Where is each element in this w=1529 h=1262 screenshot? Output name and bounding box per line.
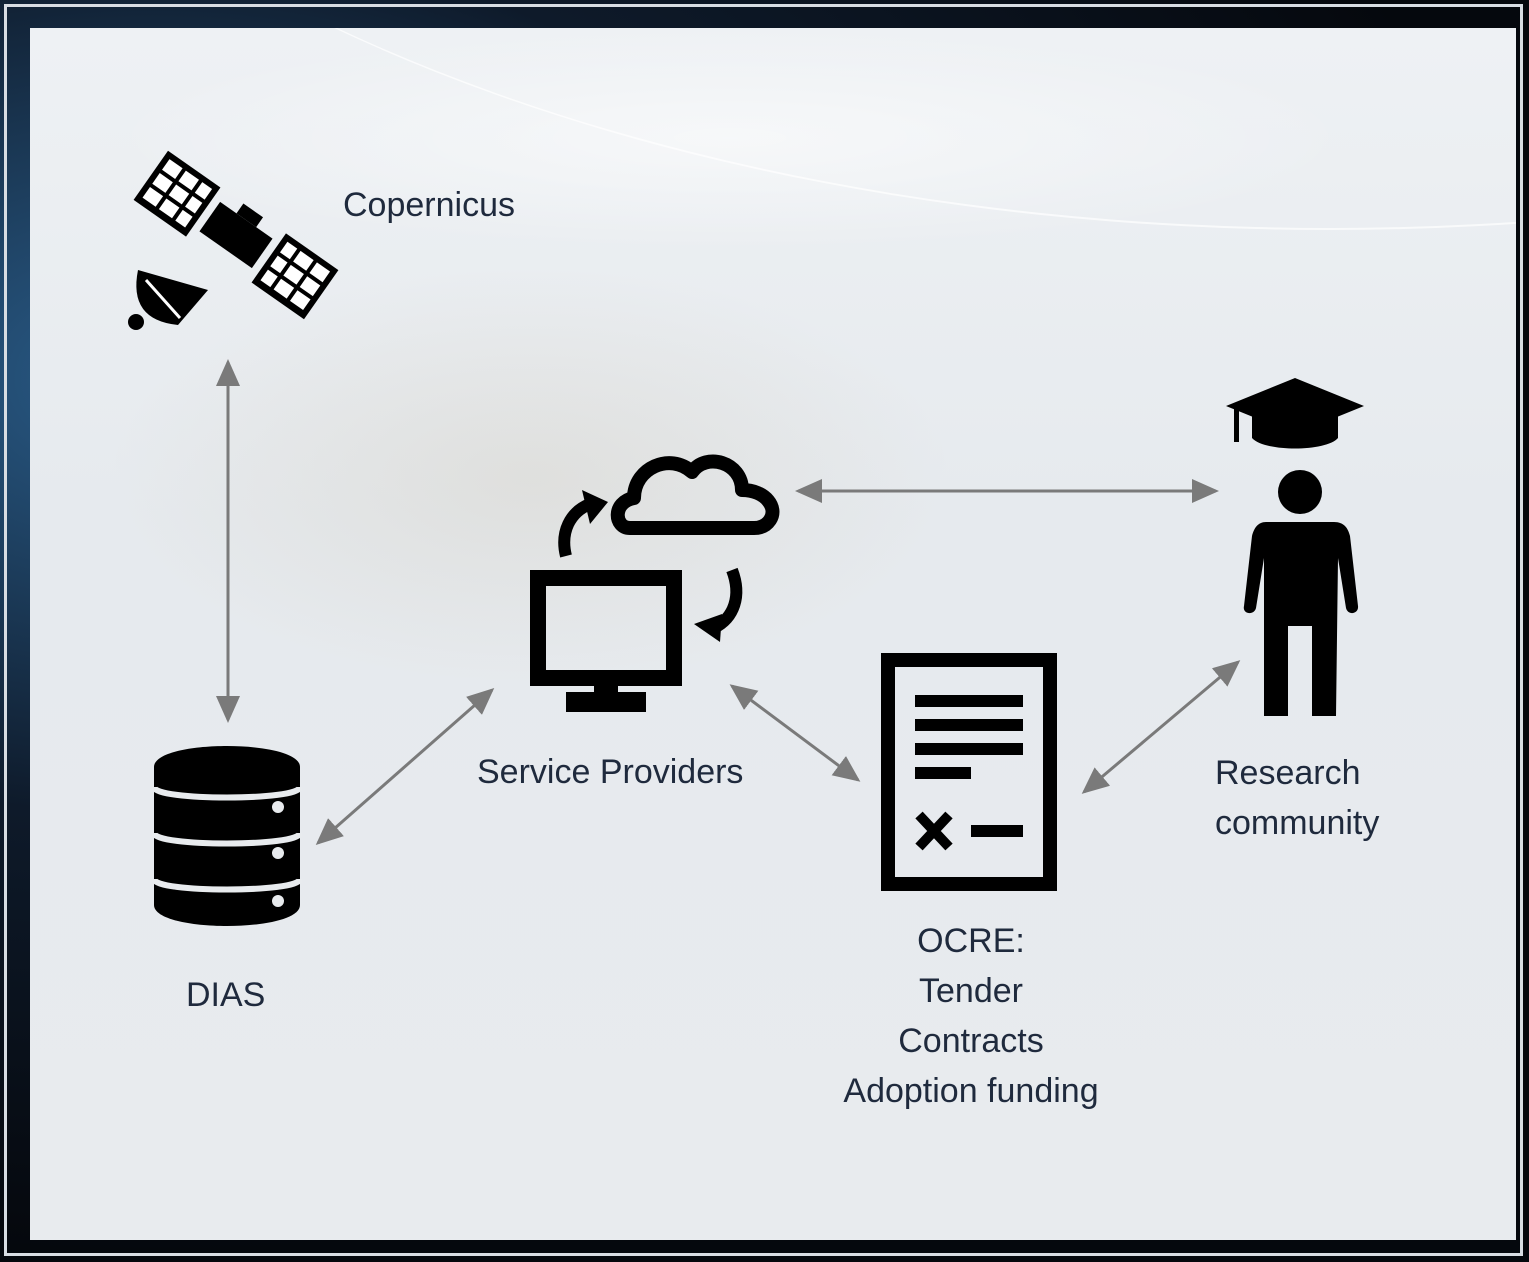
satellite-icon — [128, 150, 339, 330]
service-providers-label: Service Providers — [477, 753, 744, 791]
ocre-line-1: OCRE: — [917, 922, 1025, 960]
ocre-line-3: Contracts — [898, 1022, 1044, 1060]
dias-label: DIAS — [186, 976, 266, 1014]
ocre-line-2: Tender — [919, 972, 1023, 1010]
ocre-line-4: Adoption funding — [843, 1072, 1099, 1110]
copernicus-label: Copernicus — [343, 186, 515, 224]
research-line-2: community — [1215, 804, 1380, 842]
research-community-label: Research community — [1215, 748, 1379, 848]
research-line-1: Research — [1215, 754, 1361, 792]
cloud-computer-sync-icon — [530, 454, 780, 712]
ocre-label: OCRE: Tender Contracts Adoption funding — [800, 916, 1142, 1116]
contract-document-icon — [881, 653, 1057, 891]
frame-border — [4, 4, 1523, 1256]
database-icon — [152, 746, 302, 926]
graduate-person-icon — [1226, 378, 1364, 716]
